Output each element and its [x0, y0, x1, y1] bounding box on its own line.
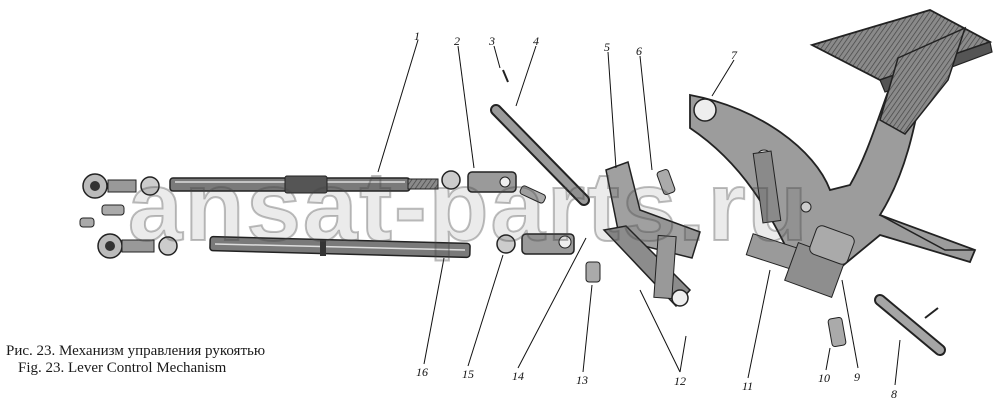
- left-ball-joints: [79, 173, 178, 259]
- callout-9: 9: [854, 370, 860, 384]
- callout-2: 2: [454, 34, 460, 48]
- bracket: [602, 161, 701, 308]
- callout-6: 6: [636, 44, 642, 58]
- callout-10: 10: [818, 371, 830, 385]
- callout-1: 1: [414, 29, 420, 43]
- callout-11: 11: [742, 379, 753, 393]
- caption-russian: Рис. 23. Механизм управления рукоятью: [6, 343, 266, 359]
- leader-lines: [377, 39, 901, 386]
- callout-14: 14: [512, 369, 524, 383]
- clevis-upper: [441, 170, 546, 204]
- callout-12: 12: [674, 374, 686, 388]
- callout-15: 15: [462, 367, 474, 381]
- rod-lower: [209, 235, 471, 259]
- rod-upper: [169, 175, 439, 194]
- pin-10: [827, 316, 847, 348]
- clevis-lower: [496, 233, 601, 283]
- pin-8: [874, 294, 946, 356]
- callout-5: 5: [604, 40, 610, 54]
- callout-16: 16: [416, 365, 428, 379]
- callout-numbers: 1 2 3 4 5 6 7 8 9 10 11 12 13 14 15 16: [414, 29, 897, 401]
- pedal-pad: [809, 9, 993, 135]
- callout-4: 4: [533, 34, 539, 48]
- callout-7: 7: [731, 48, 738, 62]
- callout-8: 8: [891, 387, 897, 401]
- long-pin: [490, 69, 590, 206]
- watermark: ansat-parts.ru: [127, 150, 810, 262]
- caption-english: Fig. 23. Lever Control Mechanism: [18, 360, 227, 376]
- callout-13: 13: [576, 373, 588, 387]
- callout-3: 3: [488, 34, 495, 48]
